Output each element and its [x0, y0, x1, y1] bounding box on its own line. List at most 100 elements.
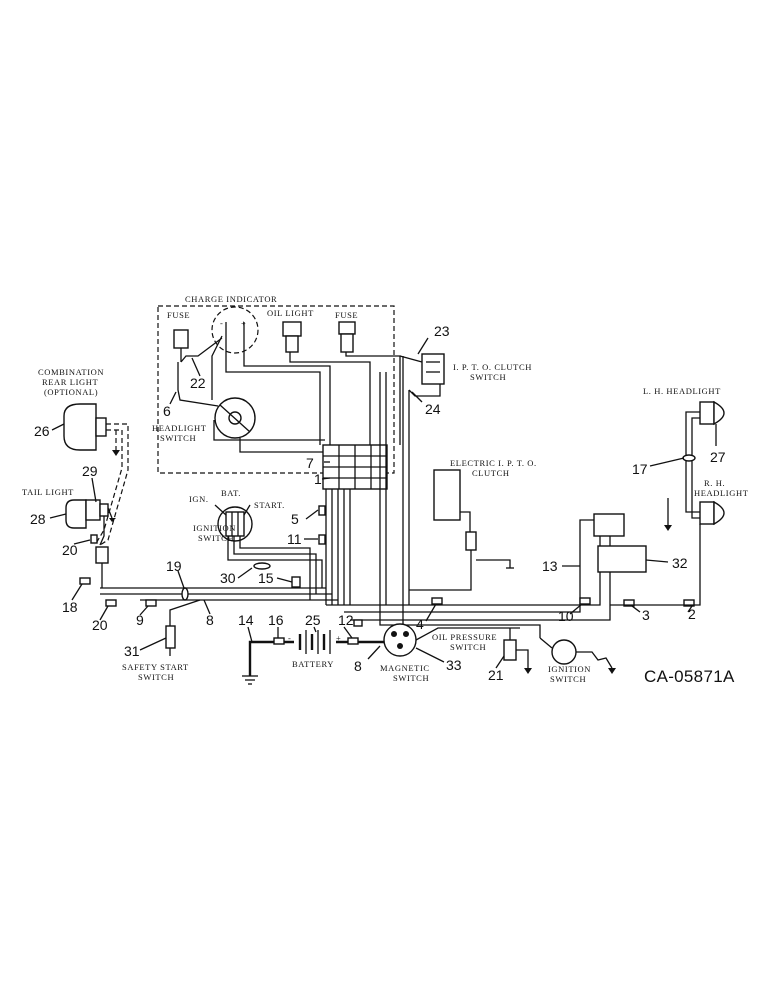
relay-32	[593, 513, 647, 573]
callout-14: 14	[238, 612, 254, 628]
bat-label: BAT.	[221, 488, 241, 498]
electric-ipto-clutch-label: ELECTRIC I. P. T. O.	[450, 458, 537, 468]
connector-4	[431, 597, 443, 605]
headlight-switch-label: HEADLIGHT	[152, 423, 207, 433]
callout-30: 30	[220, 570, 236, 586]
connector-3	[623, 599, 635, 607]
headlight-switch	[214, 397, 256, 439]
connector-18	[79, 577, 91, 585]
battery-circuit: - +	[242, 630, 392, 685]
callout-29: 29	[82, 463, 98, 479]
callout-15: 15	[258, 570, 274, 586]
fuse-right-label: FUSE	[335, 310, 358, 320]
battery-minus-label: -	[288, 633, 291, 643]
callout-8b: 8	[354, 658, 362, 674]
safety-start-switch	[165, 599, 201, 656]
callout-4: 4	[416, 616, 424, 632]
grommet-19	[181, 587, 189, 601]
connector-5	[318, 505, 326, 516]
safety-start-switch-label: SAFETY START	[122, 662, 189, 672]
rh-headlight-label: R. H.	[704, 478, 725, 488]
callout-21: 21	[488, 667, 504, 683]
callout-32: 32	[672, 555, 688, 571]
charge-indicator-gauge: - +	[211, 306, 259, 354]
battery-cells	[298, 630, 331, 654]
lh-headlight	[682, 400, 725, 500]
rh-headlight	[610, 498, 725, 606]
lh-headlight-label: L. H. HEADLIGHT	[643, 386, 721, 396]
oil-pressure-switch	[503, 628, 532, 674]
gauge-minus-label: -	[220, 318, 223, 328]
ipto-clutch-switch-label-2: SWITCH	[470, 372, 506, 382]
callout-17: 17	[632, 461, 648, 477]
callout-20b: 20	[92, 617, 108, 633]
callout-27: 27	[710, 449, 726, 465]
connector-12	[353, 619, 363, 627]
drawing-reference: CA-05871A	[644, 667, 735, 686]
callout-13: 13	[542, 558, 558, 574]
start-label: START.	[254, 500, 285, 510]
charge-indicator-label: CHARGE INDICATOR	[185, 294, 277, 304]
connector-20-lower	[105, 599, 117, 607]
callout-leaders	[49, 337, 717, 669]
harness-connector-block	[322, 444, 388, 490]
callout-6: 6	[163, 403, 171, 419]
connector-30	[253, 562, 271, 570]
callout-31: 31	[124, 643, 140, 659]
callout-10: 10	[558, 608, 574, 624]
callout-1: 1	[314, 471, 322, 487]
magnetic-switch-label: MAGNETIC	[380, 663, 430, 673]
oil-pressure-switch-label: OIL PRESSURE	[432, 632, 497, 642]
callout-16: 16	[268, 612, 284, 628]
combination-rear-light-label-3: (OPTIONAL)	[44, 387, 98, 397]
callout-19: 19	[166, 558, 182, 574]
harness-trunk	[325, 356, 410, 605]
callout-20a: 20	[62, 542, 78, 558]
connector-9	[145, 599, 157, 607]
ignition-switch-upper-label-2: SWITCH	[198, 533, 234, 543]
battery-plus-label: +	[336, 633, 341, 643]
callout-11: 11	[287, 531, 302, 547]
callout-28: 28	[30, 511, 46, 527]
tail-light	[65, 499, 116, 588]
ignition-switch-upper	[214, 504, 323, 600]
combination-rear-light	[63, 403, 129, 546]
callout-12: 12	[338, 612, 354, 628]
ipto-clutch-switch-label: I. P. T. O. CLUTCH	[453, 362, 532, 372]
ipto-clutch-switch	[399, 353, 445, 397]
ign-label: IGN.	[189, 494, 209, 504]
ignition-switch-lower-label: IGNITION	[548, 664, 591, 674]
fuse-right	[338, 321, 356, 353]
instrument-panel-outline	[157, 305, 395, 474]
callout-8a: 8	[206, 612, 214, 628]
magnetic-switch	[383, 605, 520, 657]
callout-26: 26	[34, 423, 50, 439]
ignition-switch-upper-label: IGNITION	[193, 523, 236, 533]
combination-rear-light-label: COMBINATION	[38, 367, 104, 377]
gauge-plus-label: +	[241, 318, 246, 328]
callout-33: 33	[446, 657, 462, 673]
panel-wiring	[177, 335, 401, 453]
callout-3: 3	[642, 607, 650, 623]
magnetic-switch-label-2: SWITCH	[393, 673, 429, 683]
combination-rear-light-label-2: REAR LIGHT	[42, 377, 98, 387]
connector-15	[291, 576, 301, 588]
electric-ipto-clutch	[409, 469, 514, 591]
oil-pressure-switch-label-2: SWITCH	[450, 642, 486, 652]
connector-2	[683, 599, 695, 607]
safety-start-switch-label-2: SWITCH	[138, 672, 174, 682]
callout-22: 22	[190, 375, 206, 391]
callout-24: 24	[425, 401, 441, 417]
callout-5: 5	[291, 511, 299, 527]
electric-ipto-clutch-label-2: CLUTCH	[472, 468, 510, 478]
oil-light-label: OIL LIGHT	[267, 308, 314, 318]
callout-7: 7	[306, 455, 314, 471]
callout-18: 18	[62, 599, 78, 615]
connector-11	[318, 534, 326, 545]
ignition-switch-lower-label-2: SWITCH	[550, 674, 586, 684]
fuse-left	[173, 329, 189, 362]
tail-light-label: TAIL LIGHT	[22, 487, 74, 497]
callout-23: 23	[434, 323, 450, 339]
ignition-switch-lower	[539, 637, 616, 674]
